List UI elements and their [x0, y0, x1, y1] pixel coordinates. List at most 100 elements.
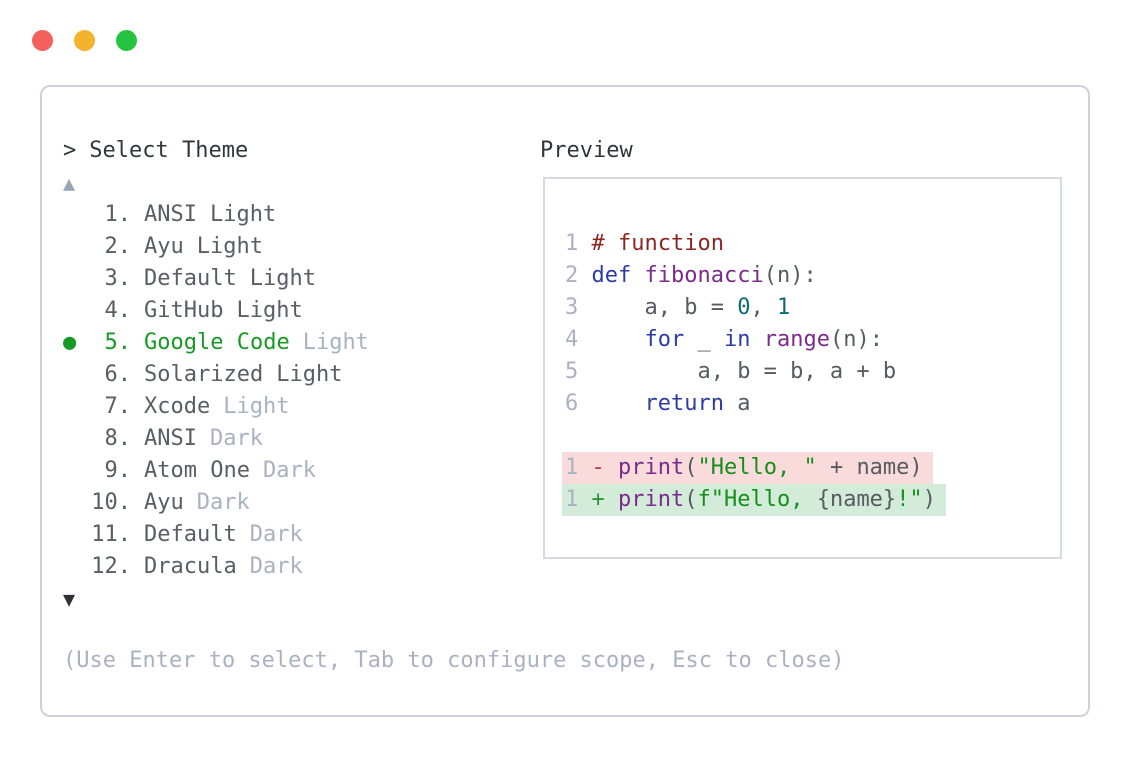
code-token-comment: # function	[591, 231, 724, 256]
code-line: 2 def fibonacci(n):	[565, 260, 1060, 292]
code-token-plain: (	[684, 487, 698, 512]
code-token-plain: _	[684, 327, 724, 352]
diff-line-removed: 1 - print("Hello, " + name)	[562, 452, 1060, 484]
theme-option-name: ANSI	[144, 426, 197, 451]
line-number: 3	[565, 295, 579, 320]
code-token-fn: print	[618, 487, 685, 512]
theme-option-name: Solarized	[144, 362, 264, 387]
theme-option[interactable]: 8. ANSI Dark	[63, 423, 369, 455]
code-line: 3 a, b = 0, 1	[565, 292, 1060, 324]
selected-bullet-icon: ●	[63, 330, 77, 355]
theme-option-number: 3.	[104, 266, 132, 291]
blank-line	[565, 420, 1060, 452]
theme-option-variant: Dark	[249, 522, 303, 547]
code-token-fn: print	[618, 455, 685, 480]
picker-header: > Select Theme	[63, 135, 369, 167]
theme-option-variant: Light	[302, 330, 369, 355]
window-controls	[32, 30, 137, 51]
code-token-plain	[592, 327, 645, 352]
line-number: 4	[565, 327, 579, 352]
code-token-fn: range	[763, 327, 830, 352]
code-token-plain: a	[723, 391, 751, 416]
line-number: 6	[565, 391, 579, 416]
theme-option-name: Ayu	[144, 490, 184, 515]
theme-option[interactable]: 4. GitHub Light	[63, 295, 369, 327]
code-line: 1 # function	[565, 228, 1060, 260]
theme-option-name: GitHub	[144, 298, 224, 323]
line-number: 2	[565, 263, 579, 288]
diff-minus-sign: -	[591, 455, 605, 480]
code-token-plain: (n):	[829, 327, 883, 352]
theme-option-number: 11.	[91, 522, 131, 547]
code-token-lit: 0	[737, 295, 751, 320]
code-token-kw: in	[723, 327, 751, 352]
close-button[interactable]	[32, 30, 53, 51]
theme-option-name: Ayu	[144, 234, 184, 259]
theme-option[interactable]: 1. ANSI Light	[63, 199, 369, 231]
code-token-plain: )	[922, 487, 936, 512]
theme-option-number: 9.	[104, 458, 132, 483]
theme-option-name: Default	[144, 266, 237, 291]
code-token-plain: {name}	[816, 487, 897, 512]
keyboard-hint: (Use Enter to select, Tab to configure s…	[63, 648, 845, 673]
theme-option-number: 8.	[104, 426, 132, 451]
diff-plus-sign: +	[591, 487, 605, 512]
maximize-button[interactable]	[116, 30, 137, 51]
theme-option-variant: Light	[209, 202, 277, 227]
code-token-str: "Hello, "	[697, 455, 817, 480]
line-number: 1	[565, 455, 579, 480]
theme-option-name: ANSI	[144, 202, 197, 227]
theme-option-name: Atom One	[144, 458, 250, 483]
code-token-lit: 1	[776, 295, 791, 320]
minimize-button[interactable]	[74, 30, 95, 51]
code-token-kw: def	[591, 263, 632, 288]
code-line: 6 return a	[565, 388, 1060, 420]
code-token-fn: fibonacci	[644, 263, 764, 288]
theme-option-number: 7.	[104, 394, 132, 419]
code-token-kw: return	[644, 391, 724, 416]
theme-option-number: 12.	[91, 554, 131, 579]
code-token-str: f"Hello,	[697, 487, 817, 512]
theme-option-number: 5.	[104, 330, 132, 355]
diff-highlight-removed: 1 - print("Hello, " + name)	[562, 452, 933, 484]
theme-option-name: Xcode	[144, 394, 211, 419]
theme-option[interactable]: 6. Solarized Light	[63, 359, 369, 391]
line-number: 1	[565, 231, 579, 256]
theme-option-number: 10.	[91, 490, 131, 515]
theme-option-number: 2.	[104, 234, 132, 259]
code-token-plain: a, b =	[591, 295, 738, 320]
theme-option[interactable]: 3. Default Light	[63, 263, 369, 295]
code-token-kw: for	[644, 327, 685, 352]
line-number: 5	[565, 359, 579, 384]
theme-option-variant: Light	[276, 362, 343, 387]
theme-option-number: 6.	[104, 362, 132, 387]
theme-option-number: 4.	[104, 298, 132, 323]
code-line: 5 a, b = b, a + b	[565, 356, 1060, 388]
prompt-caret: >	[63, 138, 77, 163]
code-line: 4 for _ in range(n):	[565, 324, 1060, 356]
scroll-up-icon[interactable]: ▲	[63, 171, 76, 195]
code-token-plain	[750, 327, 763, 352]
diff-line-added: 1 + print(f"Hello, {name}!")	[562, 484, 1060, 516]
theme-option-variant: Light	[249, 266, 316, 291]
theme-option-variant: Light	[236, 298, 303, 323]
theme-option-number: 1.	[104, 202, 132, 227]
code-token-plain	[631, 263, 644, 288]
scroll-down-icon[interactable]: ▼	[63, 587, 76, 611]
code-token-plain: a, b = b, a + b	[591, 359, 897, 384]
code-token-plain: ,	[750, 295, 777, 320]
code-token-plain: (n):	[763, 263, 817, 288]
theme-option-variant: Dark	[209, 426, 263, 451]
